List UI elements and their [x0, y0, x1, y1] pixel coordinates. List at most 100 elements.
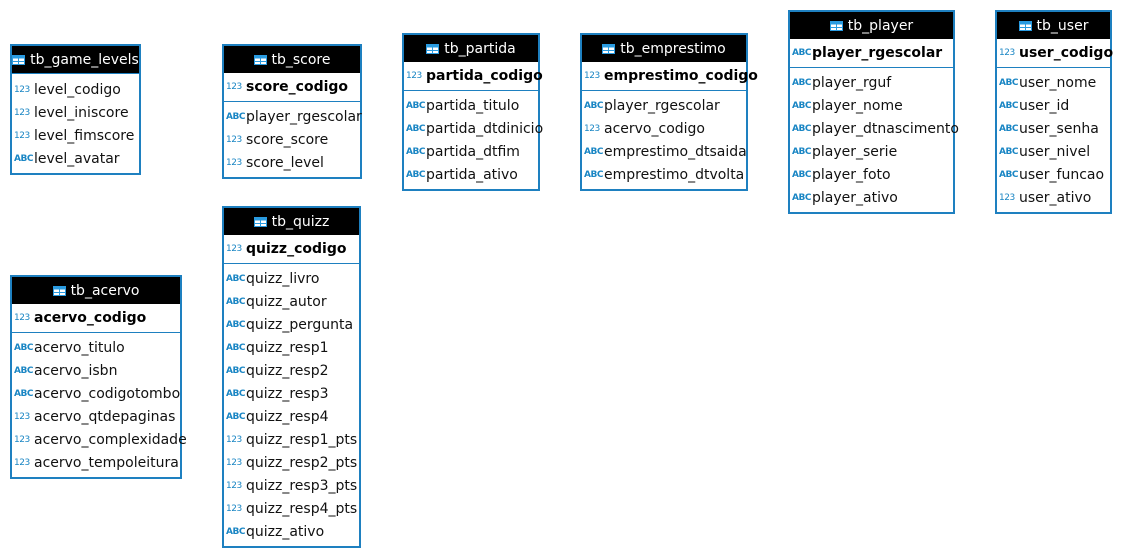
column-name: quizz_resp3 [246, 385, 329, 402]
primary-key-column[interactable]: 123 acervo_codigo [12, 304, 180, 333]
entity-header[interactable]: tb_quizz [224, 208, 359, 235]
column-name: quizz_resp4 [246, 408, 329, 425]
column-name: player_rgescolar [604, 97, 720, 114]
entity-title: tb_game_levels [30, 51, 139, 68]
entity-header[interactable]: tb_user [997, 12, 1110, 39]
text-type-icon: ABC [14, 342, 33, 353]
column-row[interactable]: 123 score_level [224, 151, 360, 174]
entity-title: tb_user [1036, 17, 1089, 34]
column-name: quizz_resp3_pts [246, 477, 358, 494]
entity-header[interactable]: tb_score [224, 46, 360, 73]
entity-header[interactable]: tb_emprestimo [582, 35, 746, 62]
entity-header[interactable]: tb_acervo [12, 277, 180, 304]
text-type-icon: ABC [792, 77, 811, 88]
column-name: score_level [246, 154, 324, 171]
column-name: partida_dtfim [426, 143, 520, 160]
numeric-type-icon: 123 [584, 123, 600, 134]
column-name: partida_titulo [426, 97, 520, 114]
numeric-type-icon-key: 123 [226, 244, 242, 254]
numeric-type-icon: 123 [226, 134, 242, 145]
column-name: quizz_livro [246, 270, 320, 287]
entity-header[interactable]: tb_partida [404, 35, 538, 62]
column-name: acervo_codigo [34, 310, 147, 326]
entity-title: tb_quizz [271, 213, 330, 230]
column-name: level_fimscore [34, 127, 135, 144]
column-name: player_dtnascimento [812, 120, 959, 137]
text-type-icon-key: ABC [792, 48, 811, 58]
column-name: acervo_qtdepaginas [34, 408, 176, 425]
column-name: player_rgescolar [246, 108, 362, 125]
entity-header[interactable]: tb_player [790, 12, 953, 39]
text-type-icon: ABC [14, 153, 33, 164]
table-icon [12, 54, 26, 65]
numeric-type-icon-key: 123 [14, 313, 30, 323]
column-name: quizz_resp1_pts [246, 431, 358, 448]
table-icon [253, 54, 267, 65]
numeric-type-icon: 123 [226, 157, 242, 168]
entity-header[interactable]: tb_game_levels [12, 46, 139, 73]
entity-title: tb_score [271, 51, 331, 68]
column-name: quizz_resp1 [246, 339, 329, 356]
